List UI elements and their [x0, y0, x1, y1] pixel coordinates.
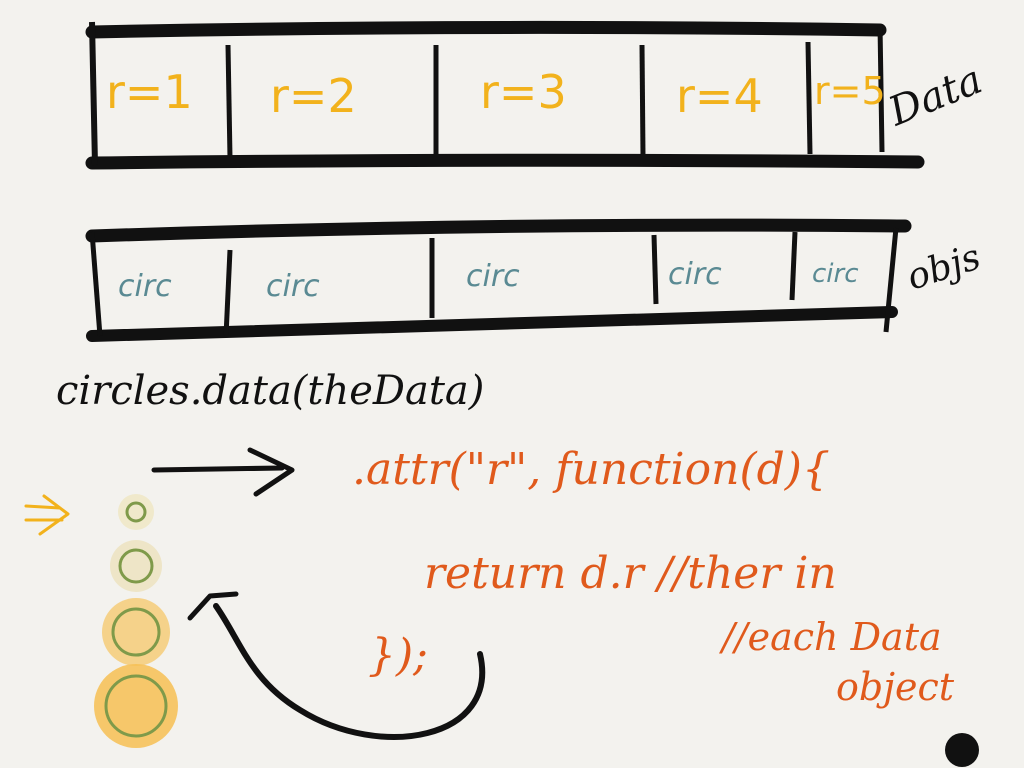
code-attr-call: .attr("r", function(d){: [352, 444, 830, 495]
objs-row-top-border: [85, 218, 912, 243]
objs-row-left-edge: [89, 231, 103, 337]
data-row-top-border: [85, 20, 887, 39]
radius-circle: [111, 607, 161, 657]
objs-row-divider: [223, 249, 233, 337]
circle-halo: [110, 540, 162, 592]
objs-row: circ circ circ circ circ objs: [85, 218, 986, 342]
objs-cell-label: circ: [266, 269, 320, 304]
objs-row-divider: [651, 234, 659, 305]
code-close: });: [368, 630, 428, 681]
data-cell-label: r=5: [814, 69, 886, 113]
code-comment-line: //each Data: [718, 615, 942, 659]
objs-cell-label: circ: [812, 259, 859, 289]
data-row-left-edge: [89, 21, 98, 166]
objs-cell-label: circ: [466, 259, 520, 294]
data-cell-label: r=4: [676, 69, 763, 123]
data-cell-label: r=1: [106, 65, 193, 119]
marker-dot: [945, 733, 979, 767]
pointer-arrow-icon: [24, 494, 70, 536]
data-row-divider: [639, 44, 646, 157]
circle-halo: [118, 494, 154, 530]
curved-return-arrowhead: [187, 591, 239, 621]
data-row-right-edge: [877, 24, 885, 153]
right-arrow: [151, 447, 295, 497]
code-data-call: circles.data(theData): [56, 368, 484, 414]
radius-circle: [104, 674, 168, 738]
radius-circle: [125, 501, 147, 523]
data-row-title: Data: [882, 57, 989, 136]
objs-row-title: objs: [902, 237, 985, 299]
data-cell-label: r=2: [270, 69, 357, 123]
code-return-line: return d.r //ther in: [424, 548, 837, 599]
objs-row-divider: [789, 231, 798, 301]
data-row-bottom-border: [85, 153, 925, 170]
data-row: r=1 r=2 r=3 r=4 r=5 Data: [85, 20, 989, 170]
code-comment-line: object: [836, 665, 955, 709]
objs-cell-label: circ: [668, 257, 722, 292]
objs-row-bottom-border: [86, 306, 898, 342]
radius-circles: [94, 494, 178, 748]
curved-return-arrow: [213, 603, 486, 740]
objs-cell-label: circ: [118, 269, 172, 304]
objs-row-right-edge: [883, 227, 899, 333]
data-row-divider: [805, 41, 813, 155]
data-row-divider: [225, 44, 233, 159]
radius-circle: [118, 548, 154, 584]
data-cell-label: r=3: [480, 65, 567, 119]
